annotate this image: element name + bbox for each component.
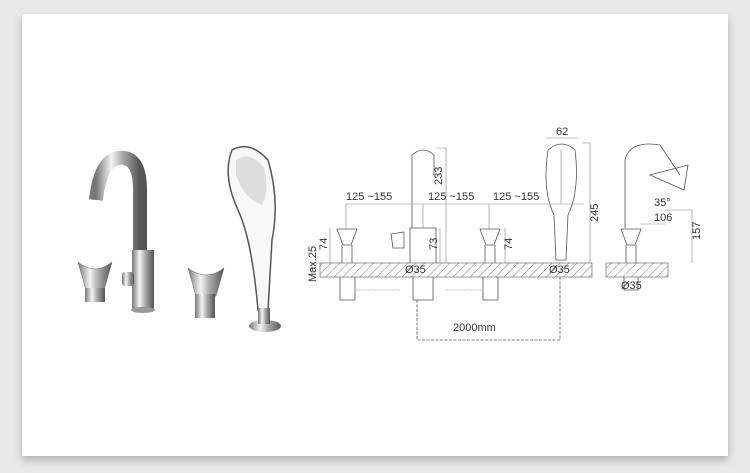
technical-drawing [311,137,693,341]
deck-section [319,262,593,278]
spacing-label-1: 125 ~155 [346,191,392,203]
spacing-label-2: 125 ~155 [428,191,474,203]
hole-dia-spout-label: Ø35 [405,264,426,276]
spout-photo [89,150,155,313]
shower-width-label: 62 [556,126,568,138]
left-handle-photo [77,261,113,302]
hand-shower-photo [227,145,281,332]
handle-height-left-label: 74 [318,238,330,250]
right-handle-photo [187,267,225,318]
spout-base-height-label: 73 [428,238,440,250]
spout-angle-label: 35° [654,197,671,209]
hole-dia-side-label: Ø35 [621,280,642,292]
spacing-label-3: 125 ~155 [493,191,539,203]
hose [416,277,561,341]
dimension-labels: 125 ~155 125 ~155 125 ~155 233 74 73 74 … [307,126,703,334]
side-deck-section [605,262,669,278]
spout-reach-label: 106 [654,212,672,224]
deck-thickness-label: Max.25 [307,246,319,282]
hole-dia-shower-label: Ø35 [549,264,570,276]
hose-length-label: 2000mm [453,322,496,334]
shower-length-label: 245 [589,204,601,222]
handle-height-right-label: 74 [503,238,515,250]
side-height-label: 157 [691,222,703,240]
spout-height-label: 233 [433,167,445,185]
